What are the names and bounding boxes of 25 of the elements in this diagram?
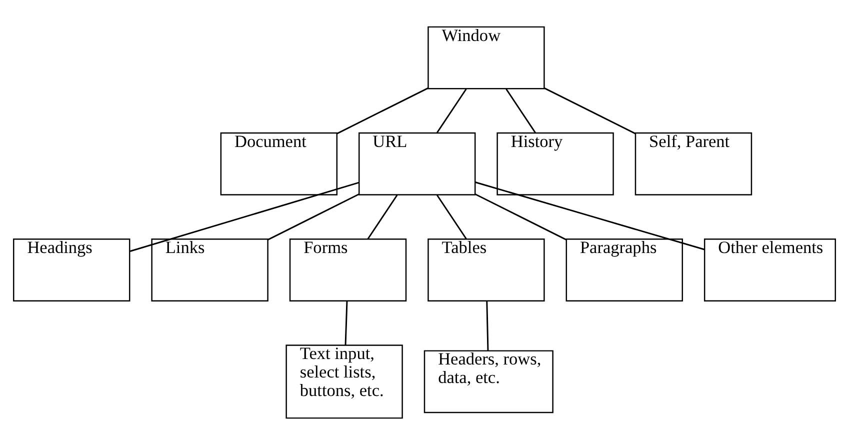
connector [336,88,428,134]
connector [367,194,398,240]
connector [475,182,705,250]
node-box: Document [220,132,338,196]
node-box: Other elements [704,238,836,302]
connector [506,88,536,134]
node-box: Forms [289,238,407,302]
node-box: Links [151,238,268,302]
connector [475,194,566,240]
connector [130,182,360,252]
node-box: Paragraphs [566,238,683,302]
node-box: History [496,132,614,196]
node-box: Self, Parent [634,132,752,196]
connector [544,88,636,134]
node-box: URL [358,132,476,196]
connector [344,301,348,346]
node-box: Headers, rows, data, etc. [424,350,554,414]
node-box: Tables [428,238,545,302]
connector [268,194,360,240]
connector [436,88,467,134]
connector [486,301,489,351]
node-box: Window [428,26,545,90]
node-box: Text input, select lists, buttons, etc. [286,344,403,419]
connector [436,194,467,240]
node-box: Headings [13,238,130,302]
